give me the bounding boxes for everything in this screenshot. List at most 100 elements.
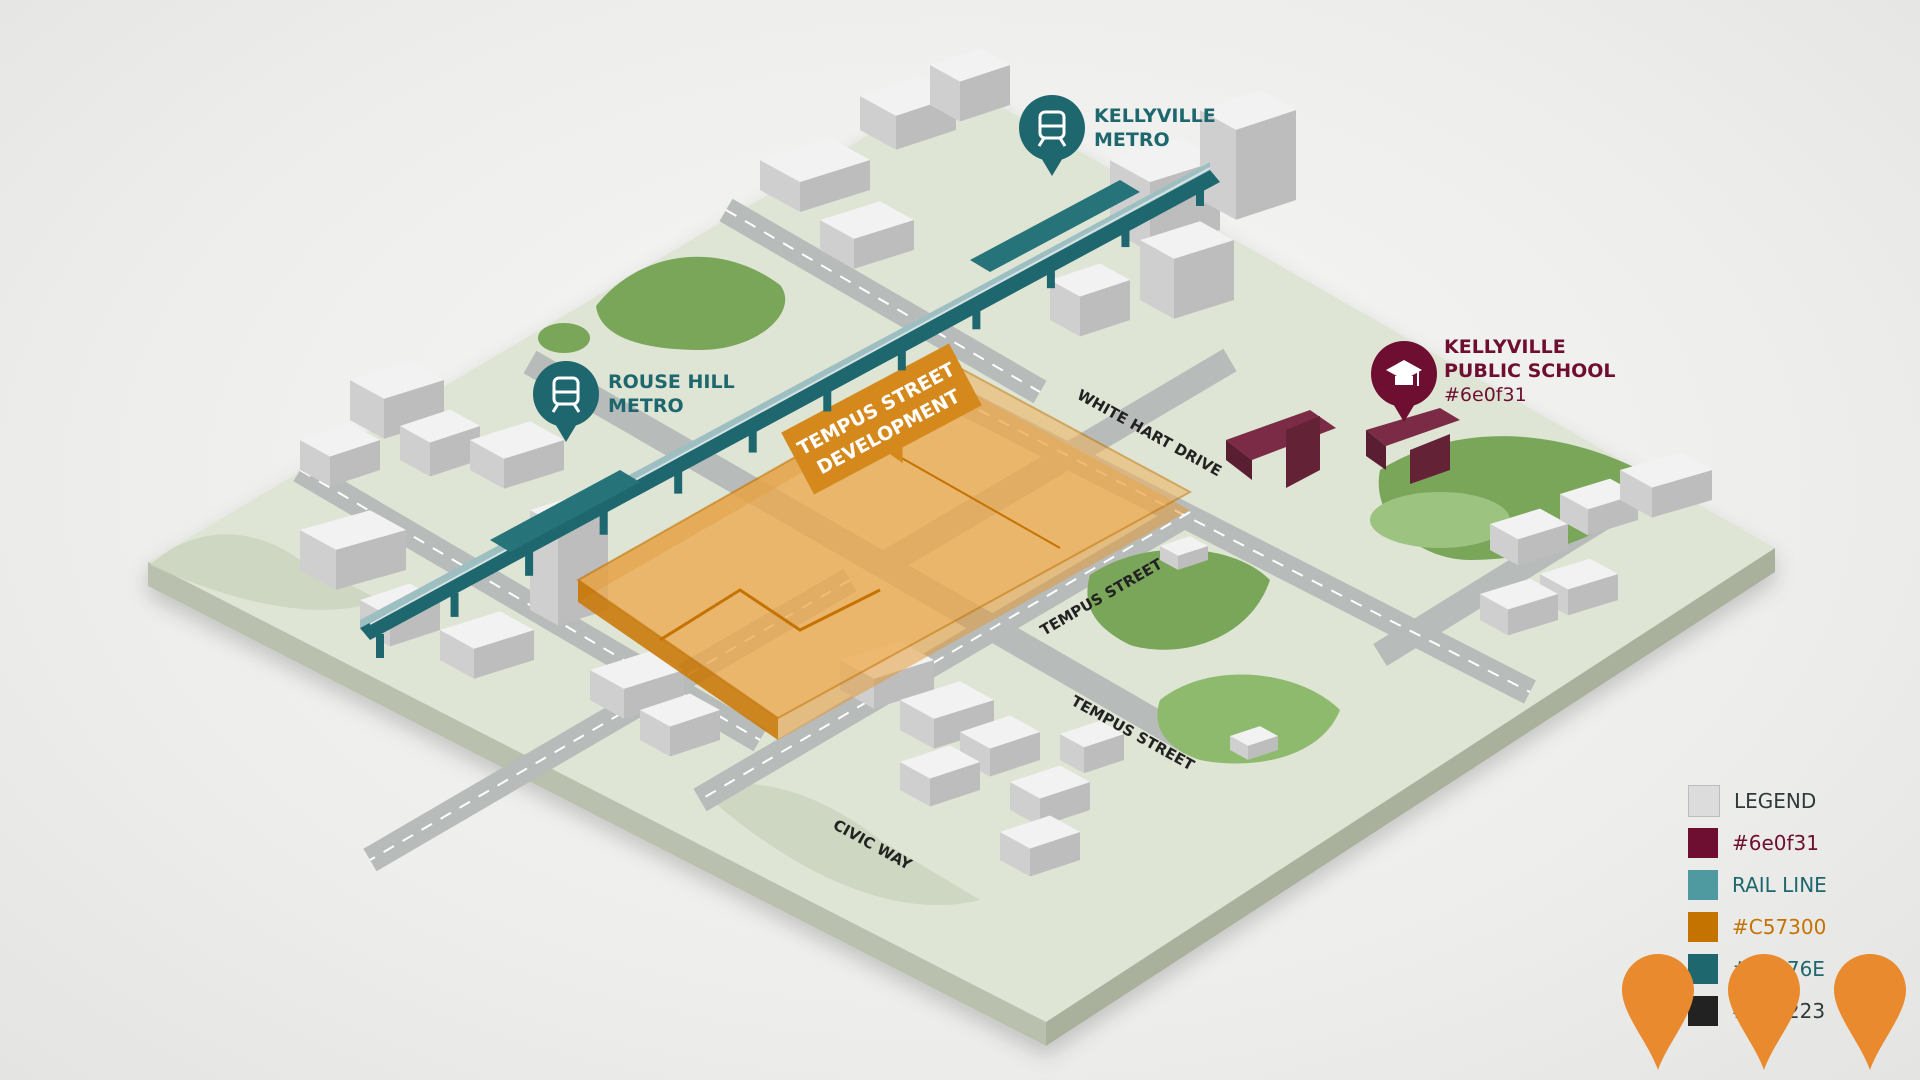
rail-pillar — [972, 305, 981, 330]
building-roof — [760, 138, 870, 182]
rail-pillar — [823, 387, 832, 412]
building-wall — [1248, 736, 1278, 760]
kellyville-metro-line2: METRO — [1094, 129, 1170, 151]
legend-label: RAIL LINE — [1732, 873, 1827, 897]
station-platform-kellyville — [970, 180, 1140, 272]
building-wall — [1236, 110, 1296, 220]
location-pin-icon[interactable] — [1622, 954, 1694, 1070]
building-roof — [1160, 536, 1208, 556]
building-wall — [1010, 782, 1040, 827]
building-wall — [1518, 524, 1568, 566]
station-platform-rouse-hill — [490, 470, 640, 552]
legend-row-rail: RAIL LINE — [1688, 864, 1908, 906]
building-wall — [930, 65, 960, 122]
building-wall — [624, 670, 684, 719]
building-wall — [960, 65, 1010, 122]
graduation-cap-icon — [1386, 360, 1422, 386]
building-wall — [1174, 240, 1234, 319]
building-wall — [800, 160, 870, 212]
school-marker[interactable]: KELLYVILLE PUBLIC SCHOOL #6e0f31 — [1371, 336, 1616, 422]
building-roof — [300, 510, 406, 550]
building-wall — [1140, 240, 1174, 319]
building-roof — [1540, 558, 1618, 590]
building-wall — [330, 440, 380, 487]
building-wall — [300, 440, 330, 487]
legend-swatch-gray — [1688, 785, 1720, 817]
building-wall — [474, 630, 534, 679]
building-roof — [900, 745, 980, 779]
park-small — [538, 323, 590, 353]
legend-label: #C57300 — [1732, 915, 1827, 939]
school-buildings — [1226, 408, 1460, 488]
building-wall — [934, 700, 994, 749]
building-roof — [640, 693, 720, 727]
station-marker-rouse-hill[interactable]: ROUSE HILL METRO — [533, 361, 735, 442]
rail-pillar — [525, 551, 534, 576]
building-wall — [1050, 280, 1080, 337]
rouse-hill-metro-line2: METRO — [608, 395, 684, 417]
rail-pillar — [674, 469, 683, 494]
building-wall — [390, 600, 440, 647]
rail-pillar — [599, 510, 608, 535]
building-wall — [300, 530, 336, 590]
building-wall — [670, 710, 720, 757]
building-roof — [1490, 508, 1568, 540]
building-wall — [930, 762, 980, 807]
building-wall — [400, 426, 430, 477]
school-name-line1: KELLYVILLE — [1444, 336, 1566, 358]
school-code: #6e0f31 — [1444, 384, 1527, 406]
building-wall — [1080, 280, 1130, 337]
building-wall — [1160, 546, 1178, 570]
terrain-texture — [150, 534, 980, 906]
building-wall — [1568, 574, 1618, 616]
building-wall — [590, 670, 624, 719]
building-wall — [900, 700, 934, 749]
building-roof — [930, 48, 1010, 82]
rail-line — [360, 162, 1220, 658]
building-roof — [1480, 578, 1558, 610]
kellyville-metro-line1: KELLYVILLE — [1094, 105, 1216, 127]
school-name-line2: PUBLIC SCHOOL — [1444, 360, 1616, 382]
buildings — [300, 48, 1712, 877]
building-wall — [820, 220, 854, 269]
building-wall — [760, 160, 800, 212]
location-pin-icon[interactable] — [1834, 954, 1906, 1070]
building-roof — [300, 423, 380, 457]
legend-label: LEGEND — [1734, 789, 1817, 813]
building-roof — [1140, 221, 1234, 259]
location-pin-icon[interactable] — [1728, 954, 1800, 1070]
rail-pillar — [897, 346, 906, 371]
building-wall — [640, 710, 670, 757]
building-roof — [400, 409, 480, 443]
building-roof — [1560, 478, 1638, 510]
legend-swatch-development — [1688, 912, 1718, 942]
building-wall — [1560, 494, 1588, 536]
legend-swatch-rail — [1688, 870, 1718, 900]
building-roof — [470, 421, 564, 459]
park-east — [1087, 549, 1270, 650]
building-wall — [1480, 594, 1508, 636]
building-wall — [874, 660, 934, 709]
rail-pillar — [748, 428, 757, 453]
park-ellipse — [1370, 492, 1510, 548]
building-wall — [440, 630, 474, 679]
building-wall — [1508, 594, 1558, 636]
map-legend: LEGEND #6e0f31 RAIL LINE #C57300 #1E676E… — [1688, 780, 1908, 1032]
building-wall — [1084, 734, 1124, 774]
building-roof — [1050, 263, 1130, 297]
legend-row-development: #C57300 — [1688, 906, 1908, 948]
building-roof — [1110, 138, 1220, 182]
legend-swatch-dark — [1688, 996, 1718, 1026]
rail-pillar — [1121, 223, 1130, 248]
location-pins — [1622, 954, 1906, 1070]
building-wall — [1230, 736, 1248, 760]
building-wall — [1200, 110, 1236, 220]
building-roof — [900, 681, 994, 719]
station-marker-kellyville[interactable]: KELLYVILLE METRO — [1019, 95, 1216, 176]
building-wall — [1000, 832, 1030, 877]
building-wall — [860, 96, 896, 150]
building-wall — [504, 440, 564, 489]
legend-swatch-school — [1688, 828, 1718, 858]
rail-pillar — [450, 592, 459, 617]
